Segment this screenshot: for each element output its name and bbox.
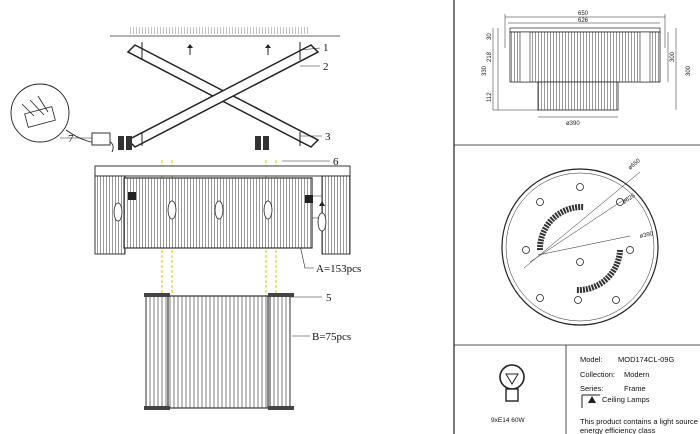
callout-3: 3 [325,131,331,143]
callout-6: 6 [333,156,339,168]
dim-650: 650 [578,11,589,17]
bulb-icon [499,364,525,402]
dim-390: ø390 [566,121,580,127]
wiring-detail [10,83,114,153]
quantity-b-label: B=75pcs [312,331,351,343]
dim-112: 112 [487,92,493,102]
callout-7: 7 [68,133,74,145]
model-label: Model: [580,355,603,364]
energy-line-1: This product contains a light source of [580,417,700,426]
ceiling-lamp-icon [581,394,600,408]
callout-5: 5 [326,292,332,304]
cross-mounting-bar [126,42,320,148]
series-label: Series: [580,384,603,393]
dim-300b: 300 [686,65,692,76]
terminal-block [91,132,269,150]
ceiling-hatch [110,27,340,37]
plan-view: ø650 ø626 ø390 [501,158,659,326]
energy-line-2: energy efficiency class [580,426,656,434]
collection-value: Modern [624,370,649,379]
dim-330: 330 [482,65,488,76]
series-value: Frame [624,384,646,393]
info-block: 9xE14 60W Model: MOD174CL-09G Collection… [491,345,700,434]
plan-dim-390: ø390 [639,231,654,240]
dim-300: 300 [670,51,676,62]
glass-rod-panels [144,293,294,410]
dim-218: 218 [487,51,493,62]
fixture-body [94,165,351,255]
type-value: Ceiling Lamps [602,395,650,404]
plan-dim-650: ø650 [627,158,642,172]
dim-30: 30 [487,33,493,40]
model-value: MOD174CL-09G [618,355,674,364]
callout-1: 1 [323,42,329,54]
bulb-spec: 9xE14 60W [491,417,525,424]
elevation-view: 650 626 30 218 330 112 300 300 ø390 [482,11,692,127]
quantity-a-label: A=153pcs [316,263,361,275]
assembly-view: 1 2 3 6 7 8 9 5 [10,27,361,410]
dim-626: 626 [578,18,589,24]
callout-2: 2 [323,61,329,73]
collection-label: Collection: [580,370,615,379]
